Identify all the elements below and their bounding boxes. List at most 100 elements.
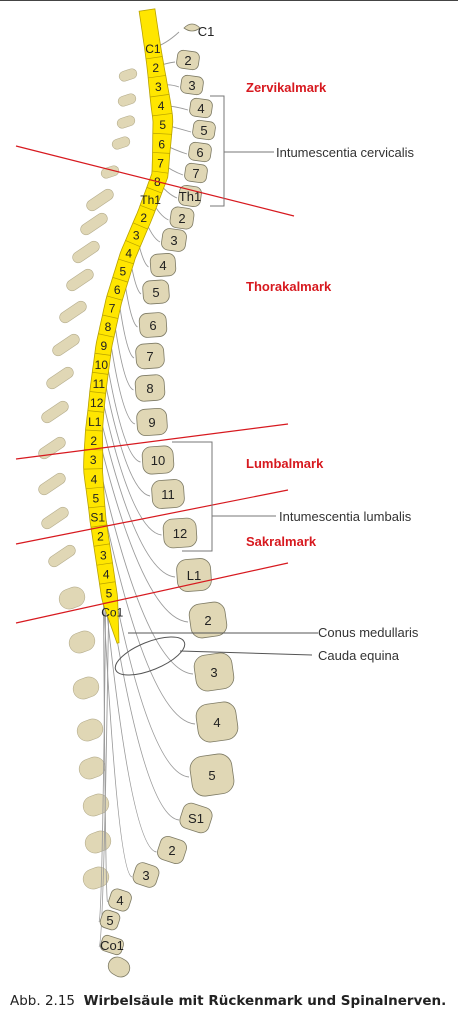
vertebra-label: 4 (159, 258, 166, 273)
spinous-process (72, 240, 100, 264)
cord-segment-label: 2 (97, 530, 104, 544)
cord-segment-label: 9 (101, 339, 108, 353)
vertebra-label: 11 (161, 487, 175, 502)
vertebra: 2 (176, 49, 200, 71)
cord-segment-label: 4 (91, 472, 98, 486)
spinous-process (72, 676, 100, 700)
cord-segment-label: 6 (158, 137, 165, 151)
vertebra-label: 7 (192, 166, 199, 181)
vertebra-label: 9 (148, 415, 155, 430)
cord-segment-label: 8 (105, 320, 112, 334)
segment-divider (139, 205, 156, 212)
vertebra: Co1 (99, 934, 125, 956)
coccyx-tip (107, 956, 131, 978)
spinal-nerve (93, 440, 194, 675)
vertebra: 3 (180, 74, 204, 96)
cord-segment-label: 12 (90, 396, 104, 410)
vertebra: 4 (189, 97, 213, 119)
cauda-equina-ellipse (114, 636, 186, 676)
bracket-cervical (210, 95, 274, 207)
vertebra-label: 4 (116, 893, 123, 908)
separator-cervical-thoracic (15, 145, 295, 217)
cord-segment-label: 3 (155, 80, 162, 94)
vertebra-label: 3 (210, 665, 217, 680)
cord-segment-label: Th1 (140, 193, 161, 207)
spinous-process (82, 866, 110, 890)
vertebra-label: 4 (197, 101, 204, 116)
spinous-process (82, 793, 110, 817)
vertebra-label: 2 (184, 53, 191, 68)
cord-segment-label: 2 (152, 61, 159, 75)
vertebra-label: C1 (198, 24, 215, 39)
label-intumescentia-cervicalis: Intumescentia cervicalis (276, 145, 414, 160)
vertebra-label: 6 (149, 318, 156, 333)
segment-divider (152, 170, 169, 174)
vertebra: 4 (149, 253, 177, 277)
cord-segment-label: 5 (120, 265, 127, 279)
vertebra: 3 (161, 228, 187, 252)
spinous-process (38, 472, 66, 496)
vertebra: 5 (189, 753, 235, 797)
segment-divider (88, 505, 105, 509)
vertebra: 4 (108, 888, 132, 912)
vertebra-label: 10 (151, 453, 165, 468)
spinous-process (41, 400, 69, 424)
segment-divider (96, 562, 113, 566)
cord-segment-label: 4 (103, 567, 110, 581)
spinal-cord-body (83, 8, 174, 644)
spinal-nerve (99, 535, 133, 878)
cord-segment-label: Co1 (101, 605, 123, 619)
segment-divider (99, 581, 116, 585)
vertebra: 7 (184, 162, 208, 184)
region-sakralmark: Sakralmark (246, 534, 317, 549)
vertebra: 2 (157, 836, 187, 864)
segment-divider (89, 391, 106, 394)
spinous-process (117, 93, 137, 107)
spinous-process (78, 756, 106, 780)
segment-divider (152, 152, 170, 154)
spinal-nerve (101, 363, 151, 497)
vertebra: 5 (142, 279, 170, 305)
spinous-process (38, 436, 66, 460)
caption-title: Wirbelsäule mit Rückenmark und Spinalner… (83, 993, 447, 1009)
vertebra-label: 2 (178, 211, 185, 226)
vertebra: 5 (192, 119, 216, 141)
vertebra-label: 5 (208, 768, 215, 783)
region-zervikalmark: Zervikalmark (246, 80, 327, 95)
cord-segment-label: C1 (145, 42, 161, 56)
cord-segment-label: 2 (90, 434, 97, 448)
separator-thoracic-lumbar (15, 423, 289, 460)
segment-divider (152, 132, 172, 135)
segment-divider (85, 429, 103, 432)
spinous-process (116, 115, 136, 129)
cord-segment-label: 2 (140, 211, 147, 225)
cord-segment-label: 5 (106, 586, 113, 600)
segment-divider (149, 93, 170, 98)
cord-segment-label: 5 (159, 118, 166, 132)
region-lumbalmark: Lumbalmark (246, 456, 324, 471)
vertebra: 11 (151, 479, 185, 509)
figure-caption: Abb. 2.15 Wirbelsäule mit Rückenmark und… (10, 993, 458, 1009)
spinous-process (80, 212, 108, 236)
vertebra: 6 (138, 312, 168, 338)
cord-segment-label: 4 (125, 246, 132, 260)
spinous-process (111, 136, 131, 150)
cord-segment-label: 4 (158, 99, 165, 113)
vertebra: 12 (162, 517, 198, 549)
spinous-process (52, 333, 80, 357)
label-cauda-equina: Cauda equina (318, 648, 400, 663)
vertebra: 3 (132, 862, 160, 888)
segment-divider (152, 113, 173, 117)
caption-prefix: Abb. 2.15 (10, 993, 76, 1009)
separator-lumbar-sacral (15, 489, 289, 545)
cord-segment-label: 3 (100, 548, 107, 562)
cord-segment-label: L1 (88, 415, 102, 429)
cord-segment-label: 6 (114, 283, 121, 297)
vertebra-label: 3 (142, 868, 149, 883)
vertebra-label: 8 (146, 381, 153, 396)
separator-sacral-end (15, 562, 289, 624)
vertebra-label: L1 (187, 568, 201, 583)
spinous-process (86, 188, 114, 212)
pointer-cauda (179, 650, 313, 656)
vertebra: 2 (169, 206, 195, 230)
